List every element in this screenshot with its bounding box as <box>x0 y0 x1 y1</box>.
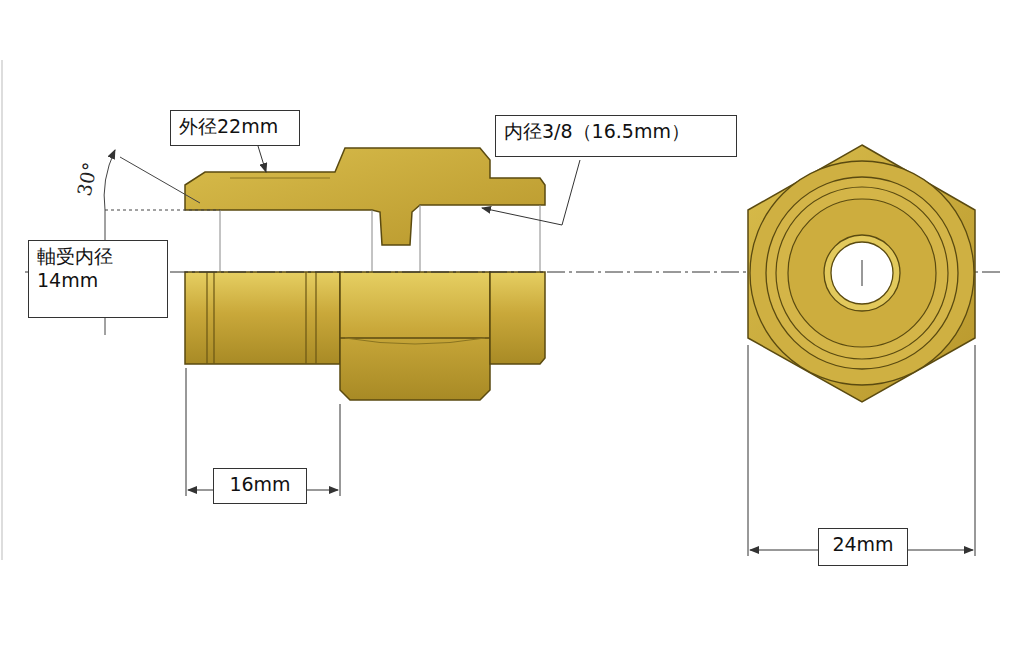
dimension-box: 24mm <box>818 528 908 566</box>
dimension-box: 軸受内径14mm <box>28 240 168 318</box>
label-text: 軸受内径 <box>37 245 159 269</box>
dimension-box: 内径3/8（16.5mm） <box>495 115 737 157</box>
label-text: 内径3/8（16.5mm） <box>504 120 728 144</box>
label-text: 16mm <box>222 473 298 497</box>
label-text: 外径22mm <box>179 115 291 139</box>
label-text: 14mm <box>37 269 159 293</box>
dimension-box: 16mm <box>213 468 307 504</box>
dimension-box: 外径22mm <box>170 110 300 146</box>
angle-label: 30° <box>73 160 102 198</box>
label-text: 24mm <box>827 533 899 557</box>
